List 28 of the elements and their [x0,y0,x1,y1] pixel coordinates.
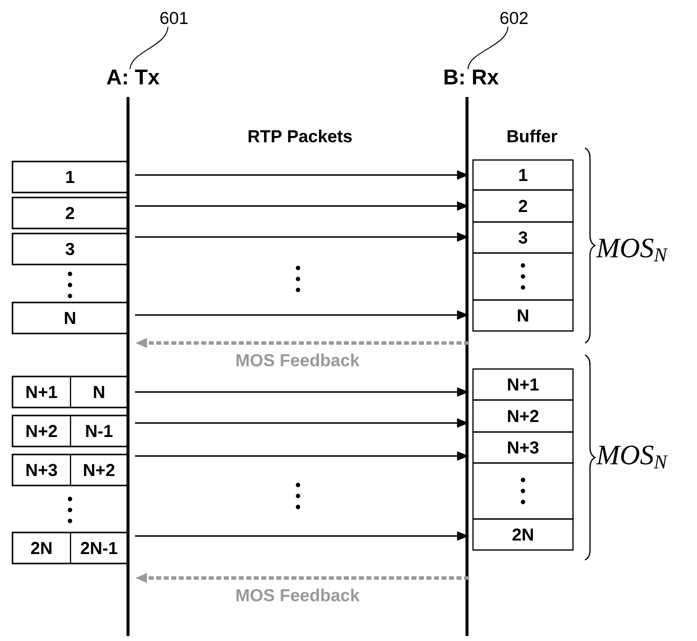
packet-box: 3 [12,232,128,266]
edge-label: MOS Feedback [236,588,360,602]
buffer-cell: 2N [472,518,574,551]
buffer-cell: N [472,299,574,332]
buffer-cell: N+1 [472,368,574,401]
packet-box: 2 [12,196,128,230]
packet-pair-box: N+1 N [12,376,128,408]
measure-label: MOS$_{N}$ [596,446,668,468]
buffer-cell: N+2 [472,399,574,433]
leader-line [468,26,508,70]
reference-number: 602 [500,12,528,24]
edge-label: MOS Feedback [236,354,360,366]
leader-line [130,26,168,70]
column-heading: RTP Packets [248,130,352,142]
column-heading: Buffer [508,130,558,142]
buffer-cell [472,252,574,301]
buffer-cell: N+3 [472,431,574,464]
packet-pair-box: N+2 N-1 [12,414,128,448]
packet-box: 1 [12,160,128,194]
buffer-cell: 2 [472,189,574,223]
packet-pair-box: 2N 2N-1 [12,532,128,564]
packet-box: N [12,302,128,334]
measure-label: MOS$_{N}$ [596,238,668,262]
packet-pair-box: N+3 N+2 [12,454,128,486]
buffer-cell: 3 [472,221,574,254]
buffer-cell [472,462,574,520]
buffer-cell: 1 [472,159,574,191]
reference-number: 601 [160,12,188,24]
